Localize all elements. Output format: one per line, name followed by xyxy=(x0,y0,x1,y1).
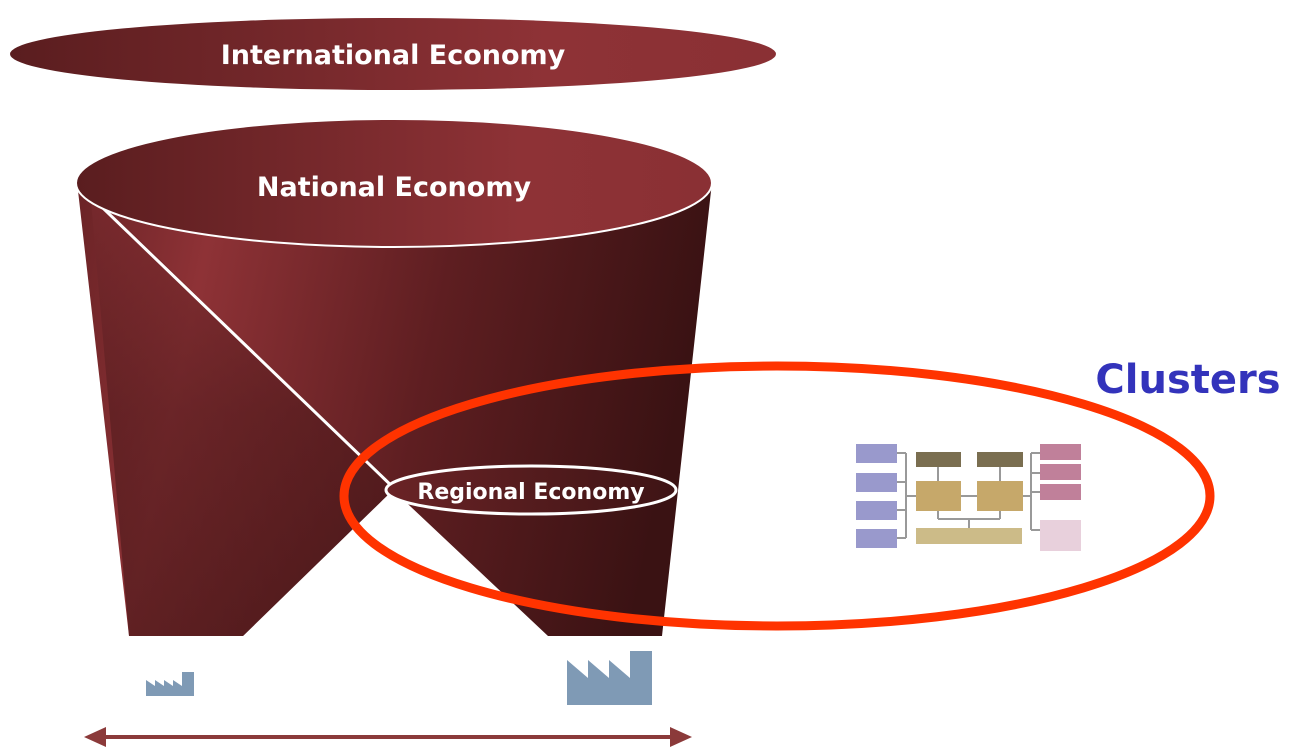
regional-economy-label: Regional Economy xyxy=(417,480,644,505)
regional-economy-disc xyxy=(384,464,678,516)
national-economy-disc xyxy=(75,118,713,248)
international-economy-label: International Economy xyxy=(221,40,566,71)
double-arrow-icon xyxy=(84,727,692,747)
clusters-highlight-ring xyxy=(339,361,1215,631)
org-chart-icon xyxy=(856,444,1081,551)
small-factory-icon xyxy=(146,672,194,696)
large-factory-icon xyxy=(567,651,652,705)
international-economy-disc xyxy=(10,18,776,90)
cone-left-shade xyxy=(90,190,393,636)
national-economy-label: National Economy xyxy=(257,172,532,203)
clusters-label: Clusters xyxy=(1095,357,1280,403)
cone-diagonal-line xyxy=(77,183,400,494)
